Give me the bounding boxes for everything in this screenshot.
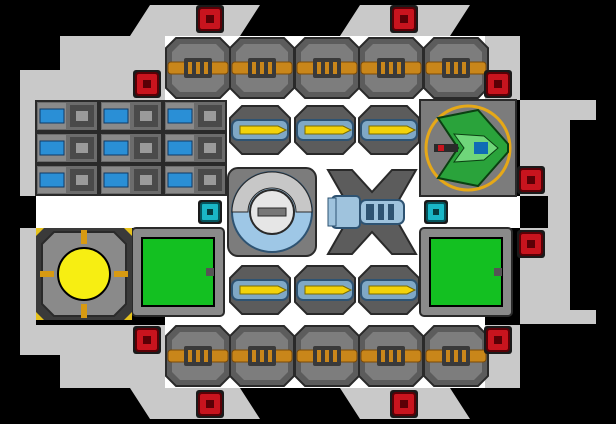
battery-cell-icon[interactable] xyxy=(163,164,227,196)
top-turret-row xyxy=(165,37,489,99)
battery-cell-icon[interactable] xyxy=(99,164,163,196)
missile-row-top xyxy=(229,105,420,155)
red-connector-icon[interactable] xyxy=(517,166,545,194)
hull-left-band xyxy=(20,100,36,196)
radar-array-icon[interactable] xyxy=(326,169,418,255)
red-connector-icon[interactable] xyxy=(517,230,545,258)
fighter-ship-icon[interactable] xyxy=(419,99,517,197)
cyan-connector-set xyxy=(198,200,448,224)
cannon-turret-icon[interactable] xyxy=(423,325,489,387)
hangar-pad-icon[interactable] xyxy=(131,227,225,317)
hull-top-left-wing xyxy=(130,5,260,36)
missile-launcher-icon[interactable] xyxy=(358,265,420,315)
hull-left-upper xyxy=(20,36,165,100)
battery-bank xyxy=(35,100,227,196)
red-connector-icon[interactable] xyxy=(484,70,512,98)
battery-cell-icon[interactable] xyxy=(163,100,227,132)
cannon-turret-icon[interactable] xyxy=(358,37,424,99)
hull-left-band2 xyxy=(20,228,36,325)
missile-launcher-icon[interactable] xyxy=(294,265,356,315)
battery-cell-icon[interactable] xyxy=(163,132,227,164)
cannon-turret-icon[interactable] xyxy=(294,37,360,99)
red-connector-icon[interactable] xyxy=(390,390,418,418)
battery-cell-icon[interactable] xyxy=(99,132,163,164)
red-connector-icon[interactable] xyxy=(390,5,418,33)
cannon-turret-icon[interactable] xyxy=(358,325,424,387)
red-connector-icon[interactable] xyxy=(133,70,161,98)
cyan-connector-icon[interactable] xyxy=(198,200,222,224)
hull-bottom-left-wing xyxy=(130,388,260,419)
cannon-turret-icon[interactable] xyxy=(165,37,231,99)
missile-launcher-icon[interactable] xyxy=(229,265,291,315)
battery-cell-icon[interactable] xyxy=(35,164,99,196)
shield-dome-icon[interactable] xyxy=(227,167,317,257)
missile-row-bottom xyxy=(229,265,420,315)
hull-right-fin-bottom xyxy=(520,264,548,324)
hull-right-fin-top xyxy=(520,100,548,160)
hull-left-lower xyxy=(20,325,165,388)
cannon-turret-icon[interactable] xyxy=(423,37,489,99)
red-connector-icon[interactable] xyxy=(196,5,224,33)
missile-launcher-icon[interactable] xyxy=(358,105,420,155)
red-connector-icon[interactable] xyxy=(133,326,161,354)
bottom-turret-row xyxy=(165,325,489,387)
missile-launcher-icon[interactable] xyxy=(294,105,356,155)
red-connector-icon[interactable] xyxy=(484,326,512,354)
cannon-turret-icon[interactable] xyxy=(229,37,295,99)
hangar-pad-icon[interactable] xyxy=(419,227,513,317)
cannon-turret-icon[interactable] xyxy=(165,325,231,387)
side-deck-right xyxy=(440,196,520,228)
battery-cell-icon[interactable] xyxy=(35,132,99,164)
cannon-turret-icon[interactable] xyxy=(229,325,295,387)
side-deck-left xyxy=(36,196,186,228)
reactor-core-icon[interactable] xyxy=(36,228,132,320)
missile-launcher-icon[interactable] xyxy=(229,105,291,155)
red-connector-set xyxy=(133,5,545,418)
battery-cell-icon[interactable] xyxy=(35,100,99,132)
cyan-connector-icon[interactable] xyxy=(424,200,448,224)
battery-cell-icon[interactable] xyxy=(99,100,163,132)
red-connector-icon[interactable] xyxy=(196,390,224,418)
cannon-turret-icon[interactable] xyxy=(294,325,360,387)
